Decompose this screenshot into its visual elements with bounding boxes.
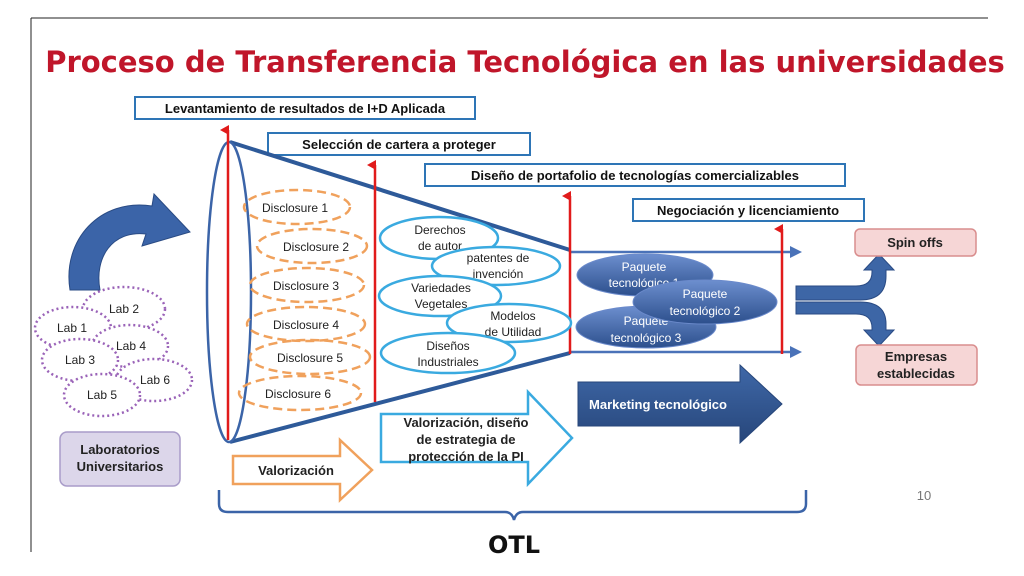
exit-arrow-top	[570, 246, 802, 258]
stage-seleccion: Selección de cartera a proteger	[267, 132, 531, 156]
svg-text:patentes de: patentes de	[467, 251, 530, 265]
otl-brace	[217, 490, 808, 521]
stage-levantamiento: Levantamiento de resultados de I+D Aplic…	[134, 96, 476, 120]
svg-text:Industriales: Industriales	[417, 355, 478, 369]
svg-text:Marketing tecnológico: Marketing tecnológico	[589, 397, 727, 412]
disclosure-6: Disclosure 6	[237, 374, 363, 412]
svg-text:Disclosure 6: Disclosure 6	[265, 387, 331, 401]
svg-text:Paquete: Paquete	[622, 260, 667, 274]
svg-text:de Utilidad: de Utilidad	[485, 325, 542, 339]
svg-text:de estrategia de: de estrategia de	[417, 432, 516, 447]
svg-text:Disclosure 1: Disclosure 1	[262, 201, 328, 215]
svg-text:Lab 6: Lab 6	[140, 373, 170, 387]
svg-text:Lab 4: Lab 4	[116, 339, 146, 353]
svg-text:Lab 3: Lab 3	[65, 353, 95, 367]
labs-caption-box: Laboratorios Universitarios	[59, 431, 181, 487]
disclosure-4: Disclosure 4	[245, 305, 367, 343]
svg-text:Levantamiento de resultados de: Levantamiento de resultados de I+D Aplic…	[165, 101, 446, 116]
outcome-empresas-establecidas: Empresas establecidas	[855, 344, 978, 386]
paquete-2: Paquete tecnológico 2	[632, 279, 778, 325]
outcome-spin-offs: Spin offs	[854, 228, 977, 257]
svg-text:Lab 1: Lab 1	[57, 321, 87, 335]
svg-text:Diseño de portafolio de tecnol: Diseño de portafolio de tecnologías come…	[471, 168, 799, 183]
svg-text:Valorización: Valorización	[258, 463, 334, 478]
svg-text:tecnológico 2: tecnológico 2	[670, 304, 741, 318]
svg-text:Paquete: Paquete	[683, 287, 728, 301]
svg-text:Spin offs: Spin offs	[887, 235, 943, 250]
svg-text:Negociación y licenciamiento: Negociación y licenciamiento	[657, 203, 839, 218]
split-arrow-up	[795, 253, 896, 301]
ip-patentes-de-invencion: patentes de invención	[430, 245, 562, 287]
arrow-valorizacion: Valorización	[231, 437, 374, 503]
svg-text:Selección de cartera a protege: Selección de cartera a proteger	[302, 137, 496, 152]
svg-text:Disclosure 5: Disclosure 5	[277, 351, 343, 365]
curved-arrow	[68, 192, 191, 291]
svg-text:Laboratorios: Laboratorios	[80, 442, 159, 457]
lab-5: Lab 5	[62, 372, 142, 418]
stage-negociacion: Negociación y licenciamiento	[632, 198, 865, 222]
svg-text:Disclosure 2: Disclosure 2	[283, 240, 349, 254]
svg-text:invención: invención	[473, 267, 524, 281]
svg-text:protección de la PI: protección de la PI	[408, 449, 524, 464]
svg-text:Diseños: Diseños	[426, 339, 469, 353]
svg-text:Variedades: Variedades	[411, 281, 471, 295]
svg-text:Derechos: Derechos	[414, 223, 465, 237]
svg-text:Lab 5: Lab 5	[87, 388, 117, 402]
split-arrow-down	[795, 301, 896, 347]
svg-text:Valorización, diseño: Valorización, diseño	[404, 415, 529, 430]
disclosure-5: Disclosure 5	[248, 338, 372, 376]
disclosure-3: Disclosure 3	[248, 266, 366, 304]
arrow-marketing: Marketing tecnológico	[577, 363, 783, 445]
svg-text:tecnológico 3: tecnológico 3	[611, 331, 682, 345]
stage-diseno: Diseño de portafolio de tecnologías come…	[424, 163, 846, 187]
lab-3: Lab 3	[40, 337, 120, 383]
svg-text:Lab 2: Lab 2	[109, 302, 139, 316]
ip-variedades-vegetales: Variedades Vegetales	[377, 274, 503, 318]
svg-text:de autor: de autor	[418, 239, 462, 253]
ip-disenos-industriales: Diseños Industriales	[379, 331, 517, 375]
page-number: 10	[917, 488, 931, 503]
arrow-valorizacion-diseno: Valorización, diseño de estrategia de pr…	[379, 388, 574, 488]
otl-label: OTL	[488, 531, 540, 559]
labs-cluster: Lab 2 Lab 1 Lab 4 Lab 3 Lab 6 Lab 5	[33, 285, 194, 418]
disclosure-2: Disclosure 2	[255, 227, 369, 265]
ip-modelos-de-utilidad: Modelos de Utilidad	[445, 302, 573, 344]
svg-text:Disclosure 3: Disclosure 3	[273, 279, 339, 293]
svg-text:Empresas: Empresas	[885, 349, 947, 364]
svg-text:establecidas: establecidas	[877, 366, 955, 381]
svg-text:Vegetales: Vegetales	[415, 297, 468, 311]
svg-text:Modelos: Modelos	[490, 309, 535, 323]
svg-text:Disclosure 4: Disclosure 4	[273, 318, 339, 332]
page-title: Proceso de Transferencia Tecnológica en …	[45, 45, 1005, 79]
disclosure-1: Disclosure 1	[242, 188, 352, 226]
exit-arrow-bottom	[570, 346, 802, 358]
svg-text:Universitarios: Universitarios	[77, 459, 164, 474]
